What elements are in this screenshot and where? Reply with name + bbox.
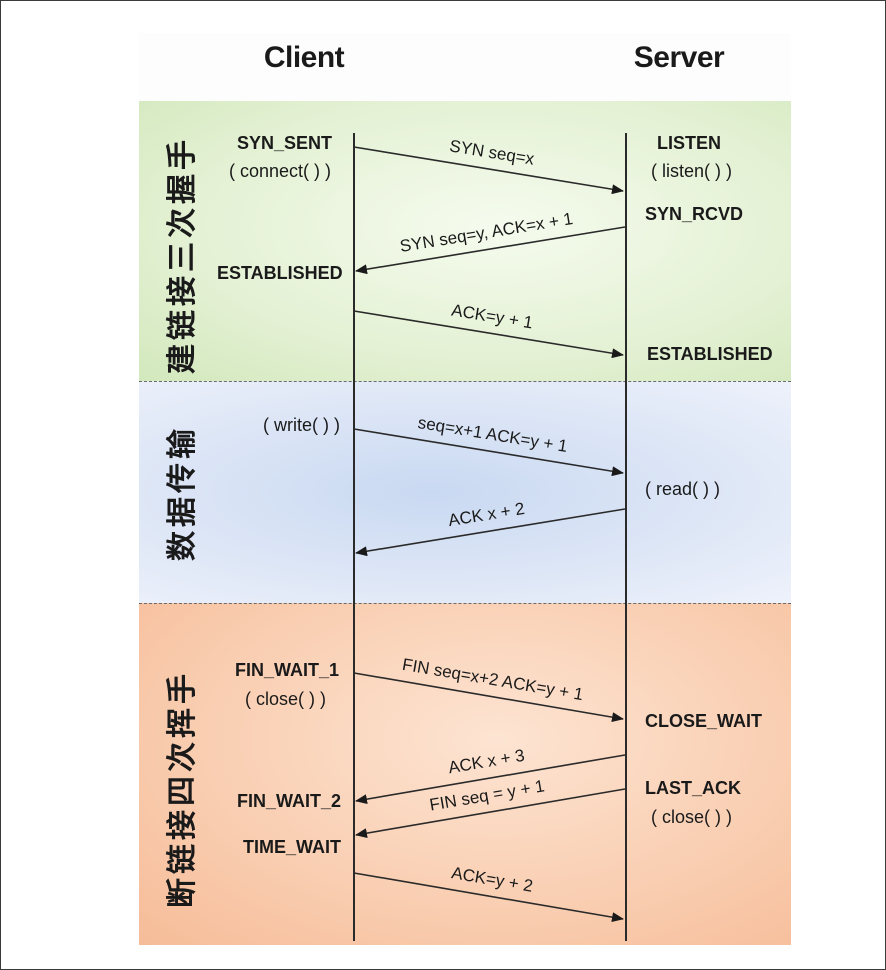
client-call-write: ( write( ) ) <box>263 415 340 435</box>
client-lifeline <box>353 133 355 941</box>
message-arrow <box>355 508 626 557</box>
client-call-close: ( close( ) ) <box>245 689 326 709</box>
transfer-band <box>139 381 791 603</box>
client-call-connect: ( connect( ) ) <box>229 161 332 181</box>
message-arrow <box>355 754 626 805</box>
message-arrow <box>355 788 626 839</box>
phase-divider <box>139 603 791 604</box>
server-header: Server <box>633 41 725 74</box>
message-arrow <box>353 872 624 923</box>
message-arrow <box>353 672 624 723</box>
client-state-syn-sent: SYN_SENT <box>237 133 333 153</box>
tcp-sequence-diagram: Client Server 建链接三次握手 数据传输 断链接四次挥手 SYN_S… <box>139 33 791 945</box>
message-arrow <box>355 226 626 275</box>
server-call-close: ( close( ) ) <box>651 807 732 827</box>
teardown-band <box>139 603 791 945</box>
server-state-syn-rcvd: SYN_RCVD <box>645 204 744 224</box>
client-state-fin-wait-2: FIN_WAIT_2 <box>237 791 342 811</box>
client-header: Client <box>263 41 345 74</box>
message-arrows <box>353 146 626 923</box>
phase-divider <box>139 381 791 382</box>
server-state-listen: LISTEN <box>657 133 722 153</box>
server-state-established: ESTABLISHED <box>647 344 773 364</box>
server-state-last-ack: LAST_ACK <box>645 778 742 798</box>
server-lifeline <box>625 133 627 941</box>
message-arrow <box>353 428 624 477</box>
server-call-read: ( read( ) ) <box>645 479 721 499</box>
client-state-time-wait: TIME_WAIT <box>243 837 341 857</box>
handshake-band <box>139 101 791 381</box>
client-state-established: ESTABLISHED <box>217 263 343 283</box>
server-state-close-wait: CLOSE_WAIT <box>645 711 763 731</box>
message-arrow <box>353 146 624 195</box>
message-arrow <box>353 310 624 359</box>
server-call-listen: ( listen( ) ) <box>651 161 732 181</box>
client-state-fin-wait-1: FIN_WAIT_1 <box>235 660 340 680</box>
